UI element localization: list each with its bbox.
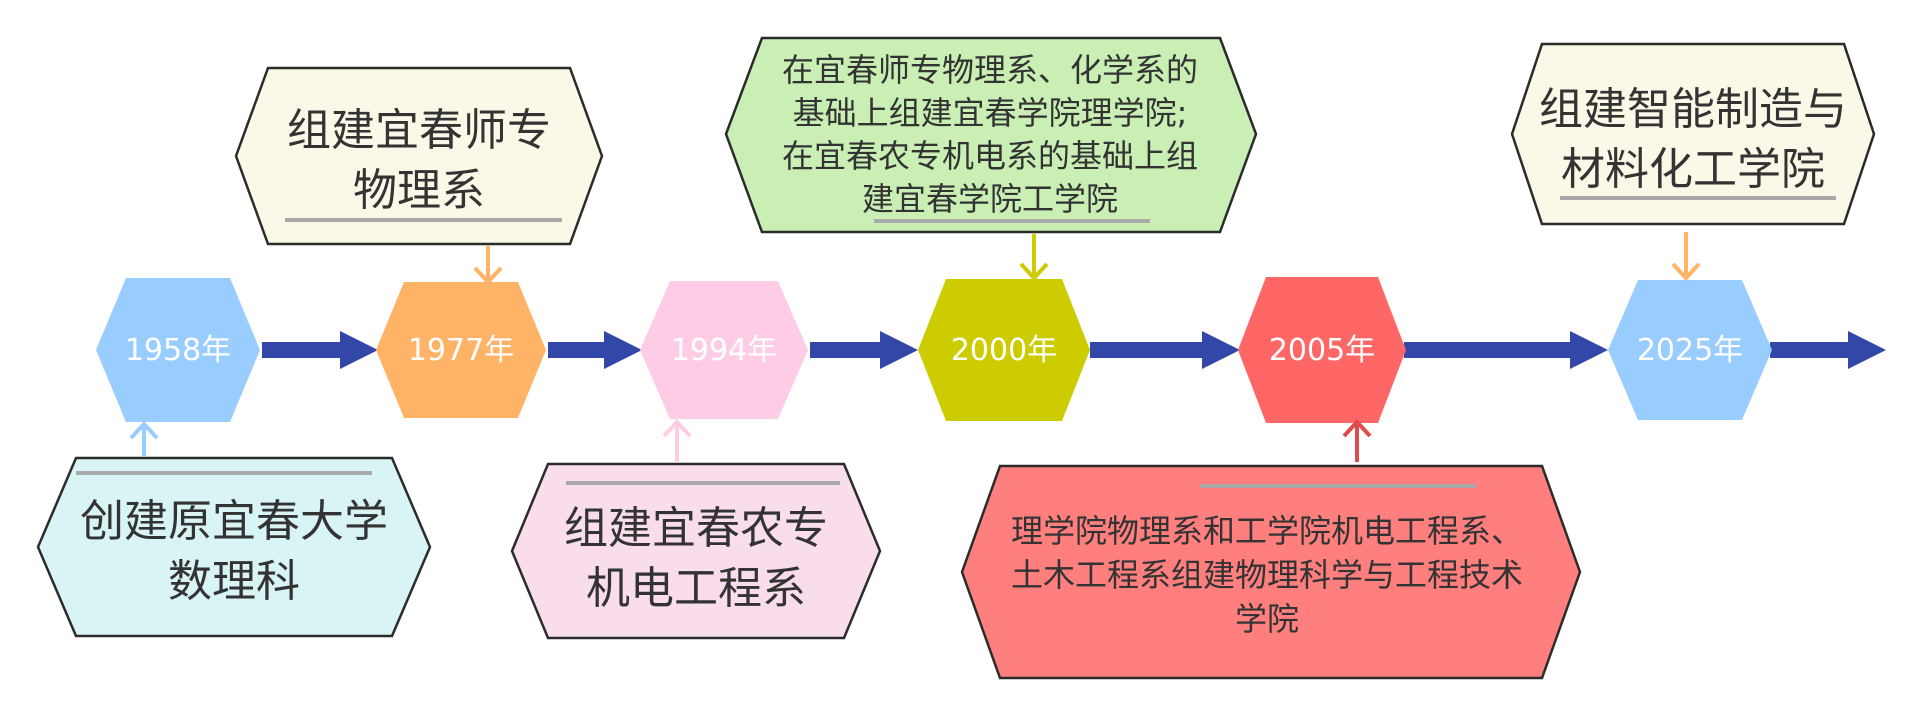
connector-2025 (1671, 232, 1701, 281)
year-node-2005: 2005年 (1238, 277, 1406, 423)
connector-2000 (1019, 234, 1049, 281)
box-text-line: 理学院物理系和工学院机电工程系、 (1011, 512, 1523, 550)
box-text-line: 土木工程系组建物理科学与工程技术 (1011, 556, 1523, 594)
year-node-2000: 2000年 (918, 279, 1090, 421)
year-hexagon (1238, 277, 1406, 423)
connector-1994 (662, 419, 692, 462)
timeline-arrow-2000-2005 (1090, 331, 1240, 369)
year-label: 1977年 (408, 333, 514, 368)
box-shape (724, 36, 1258, 234)
milestone-box-1958: 创建原宜春大学 数理科 (36, 456, 432, 638)
year-hexagon (96, 278, 260, 422)
connector-1958 (129, 421, 159, 456)
timeline-arrow-1994-2000 (810, 331, 918, 369)
timeline-arrow-2005-2025 (1404, 331, 1608, 369)
timeline-arrow-1977-1994 (548, 331, 642, 369)
box-text-line: 创建原宜春大学 (80, 496, 388, 547)
box-shape (36, 456, 432, 638)
year-node-1958: 1958年 (96, 278, 260, 422)
box-shape (1510, 42, 1876, 226)
box-text-line: 组建宜春师专 (287, 105, 551, 156)
box-text-line: 物理系 (353, 165, 485, 216)
timeline-arrow-end (1770, 331, 1886, 369)
connector-1977 (473, 246, 503, 285)
box-text-line: 在宜春师专物理系、化学系的 (782, 51, 1198, 89)
year-node-1977: 1977年 (376, 282, 546, 418)
milestone-box-2005: 理学院物理系和工学院机电工程系、 土木工程系组建物理科学与工程技术 学院 (960, 464, 1582, 680)
timeline-arrows (262, 331, 1886, 369)
box-text-line: 数理科 (168, 556, 300, 607)
milestone-box-2025: 组建智能制造与 材料化工学院 (1510, 42, 1876, 226)
year-hexagon (1608, 280, 1772, 420)
box-text-line: 在宜春农专机电系的基础上组 (782, 137, 1198, 175)
year-node-1994: 1994年 (640, 281, 808, 419)
year-label: 2005年 (1269, 333, 1375, 368)
year-hexagon (640, 281, 808, 419)
year-label: 2000年 (951, 333, 1057, 368)
box-shape (234, 66, 604, 246)
year-hexagon (376, 282, 546, 418)
year-label: 1994年 (671, 333, 777, 368)
milestone-box-1977: 组建宜春师专 物理系 (234, 66, 604, 246)
year-label: 1958年 (125, 333, 231, 368)
connector-2005 (1342, 419, 1372, 462)
year-node-2025: 2025年 (1608, 280, 1772, 420)
box-text-line: 材料化工学院 (1561, 144, 1825, 195)
box-text-line: 学院 (1235, 600, 1299, 638)
box-text-line: 组建宜春农专 (564, 503, 828, 554)
timeline-arrow-1958-1977 (262, 331, 378, 369)
year-hexagon (918, 279, 1090, 421)
box-shape (510, 462, 882, 640)
milestone-box-1994: 组建宜春农专 机电工程系 (510, 462, 882, 640)
year-label: 2025年 (1637, 333, 1743, 368)
box-text-line: 组建智能制造与 (1539, 84, 1847, 135)
box-text-line: 建宜春学院工学院 (862, 180, 1118, 218)
box-text-line: 机电工程系 (586, 563, 806, 614)
box-shape (960, 464, 1582, 680)
milestone-box-2000: 在宜春师专物理系、化学系的 基础上组建宜春学院理学院; 在宜春农专机电系的基础上… (724, 36, 1258, 234)
box-text-line: 基础上组建宜春学院理学院; (793, 94, 1188, 132)
